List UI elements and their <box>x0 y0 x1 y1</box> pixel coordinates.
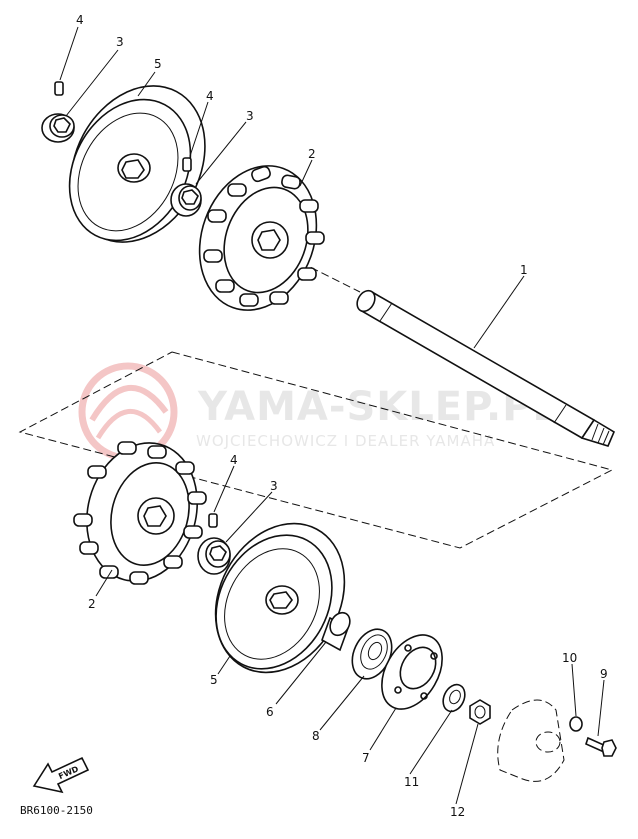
lower-set-screw <box>208 513 218 528</box>
callout-mid-screw: 4 <box>206 89 214 103</box>
top-set-screw <box>54 81 64 96</box>
callout-nut: 12 <box>450 805 465 819</box>
mounting-bracket <box>497 699 565 782</box>
hex-bolt <box>585 736 617 757</box>
washer <box>442 683 466 713</box>
front-direction-arrow: FWD <box>32 756 90 794</box>
callout-bolt: 9 <box>600 667 608 681</box>
callout-low-wheel: 5 <box>210 673 218 687</box>
callout-spacer: 6 <box>266 705 274 719</box>
watermark-subtitle: WOJCIECHOWICZ I DEALER YAMAHA <box>196 432 495 450</box>
callout-low-screw: 4 <box>230 453 238 467</box>
callout-lock-washer: 10 <box>562 651 577 665</box>
drawing-code: BR6100-2150 <box>20 804 93 817</box>
lower-idler-wheel <box>214 522 346 674</box>
callout-top-sprocket: 2 <box>308 147 316 161</box>
callout-top-wheel: 5 <box>154 57 162 71</box>
top-bearing <box>41 113 75 143</box>
mid-set-screw <box>182 157 192 172</box>
callout-low-bearing: 3 <box>270 479 278 493</box>
top-sprocket <box>198 165 325 311</box>
callout-mid-bearing: 3 <box>246 109 254 123</box>
mid-bearing <box>170 183 202 217</box>
callout-housing: 7 <box>362 751 370 765</box>
callout-shaft: 1 <box>520 263 528 277</box>
lower-sprocket <box>73 441 207 585</box>
spacer-collar <box>321 611 351 652</box>
axis-line-upper <box>299 261 361 293</box>
callout-bearing: 8 <box>312 729 320 743</box>
leader-lines <box>59 26 605 805</box>
watermark: YAMA-SKLEP.PL WOJCIECHOWICZ I DEALER YAM… <box>78 362 559 462</box>
drive-shaft <box>356 289 616 447</box>
callout-top-bearing: 3 <box>116 35 124 49</box>
callout-top-screw: 4 <box>76 13 84 27</box>
ball-bearing <box>351 628 393 680</box>
bearing-housing <box>381 634 443 710</box>
lock-washer <box>569 716 583 732</box>
callout-washer: 11 <box>404 775 419 789</box>
watermark-brand: YAMA-SKLEP.PL <box>197 384 559 430</box>
hex-nut <box>469 699 491 725</box>
alignment-frame <box>18 351 614 549</box>
lower-bearing <box>197 537 231 575</box>
callout-low-sprocket: 2 <box>88 597 96 611</box>
